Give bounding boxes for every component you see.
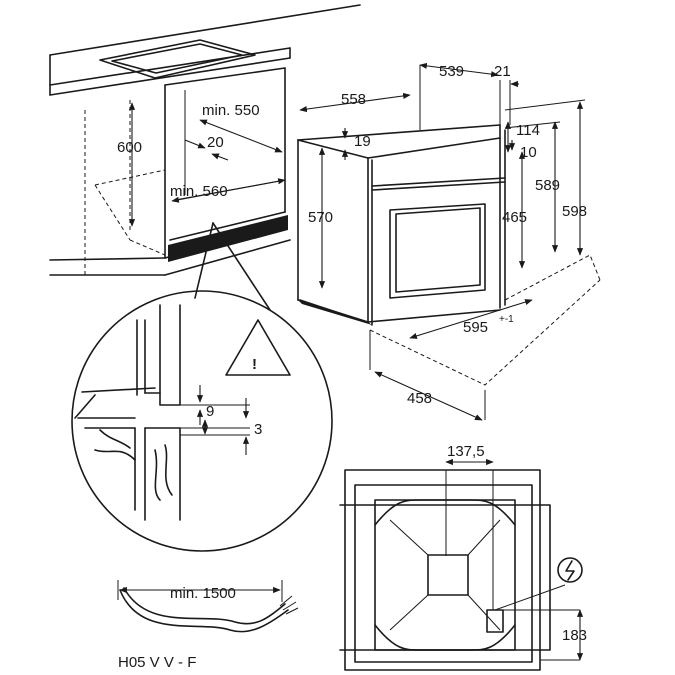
dim-oven-front-label: 21 <box>494 63 511 80</box>
detail-callout <box>71 222 333 552</box>
dim-detail-3: 3 <box>242 398 262 455</box>
dim-oven-width-label: 558 <box>341 91 366 108</box>
dim-detail-3-label: 3 <box>254 421 262 438</box>
dim-oven-front: 21 <box>494 63 519 88</box>
dim-back-offset: 137,5 <box>445 443 494 466</box>
cable-type-label: H05 V V - F <box>118 654 196 671</box>
dim-detail-9-label: 9 <box>206 403 214 420</box>
dim-oven-depth: 539 <box>419 62 511 130</box>
warning-triangle: ! <box>225 319 291 376</box>
dim-oven-598-label: 598 <box>562 203 587 220</box>
kitchen-cabinet <box>49 67 291 276</box>
dim-cabinet-depth: min. 550 <box>199 102 283 153</box>
dim-oven-depth-label: 539 <box>439 63 464 80</box>
dim-cabinet-height: 600 <box>117 102 142 227</box>
power-cable: min. 1500 H05 V V - F <box>117 580 299 671</box>
dim-oven-598: 598 <box>504 99 587 256</box>
dim-oven-front-width: 595 +-1 <box>409 299 533 339</box>
dim-oven-body-height-label: 570 <box>308 209 333 226</box>
oven-base-outline <box>369 254 601 386</box>
dim-cabinet-gap: 20 <box>184 134 229 161</box>
warning-symbol: ! <box>252 356 257 373</box>
dim-oven-base-depth: 458 <box>369 330 486 421</box>
dim-back-height: 183 <box>562 609 587 661</box>
dim-oven-465-label: 465 <box>502 209 527 226</box>
dim-detail-9: 9 <box>196 385 214 425</box>
dim-cabinet-gap-label: 20 <box>207 134 224 151</box>
dim-oven-body-height: 570 <box>308 147 333 289</box>
electric-symbol <box>557 557 583 583</box>
dim-back-height-label: 183 <box>562 627 587 644</box>
worktop <box>49 4 361 96</box>
hob <box>99 39 256 79</box>
dim-oven-front-width-label: 595 <box>463 319 488 336</box>
dim-oven-width: 558 <box>299 91 411 113</box>
dim-oven-465: 465 <box>502 151 527 269</box>
dim-cabinet-height-label: 600 <box>117 139 142 156</box>
dim-oven-589: 589 <box>504 121 561 253</box>
dim-back-offset-label: 137,5 <box>447 443 485 460</box>
dim-oven-top-offset-label: 19 <box>354 133 371 150</box>
dim-oven-10: 10 <box>508 140 537 161</box>
dim-oven-top-offset: 19 <box>341 128 371 160</box>
dim-oven-base-depth-label: 458 <box>407 390 432 407</box>
dim-cabinet-width-label: min. 560 <box>170 183 228 200</box>
dim-cabinet-width: min. 560 <box>170 178 286 203</box>
dim-cabinet-depth-label: min. 550 <box>202 102 260 119</box>
cabinet-ventilation-slot <box>168 215 288 262</box>
dim-oven-front-width-tolerance: +-1 <box>499 314 514 325</box>
oven-back-view <box>339 469 580 671</box>
dim-oven-589-label: 589 <box>535 177 560 194</box>
oven-base-strip <box>298 300 372 325</box>
cable-length-label: min. 1500 <box>170 585 236 602</box>
